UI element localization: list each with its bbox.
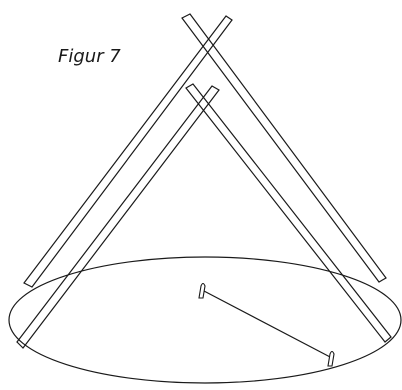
center-peg [198, 282, 206, 299]
outer-pole-right [181, 13, 387, 283]
figure-caption: Figur 7 [58, 46, 121, 67]
outer-pole-left [23, 15, 233, 288]
ground-ellipse [8, 256, 402, 384]
inner-pole-right [185, 83, 392, 343]
inner-pole-left [16, 85, 220, 349]
measuring-string [203, 290, 333, 359]
edge-peg [327, 350, 335, 367]
